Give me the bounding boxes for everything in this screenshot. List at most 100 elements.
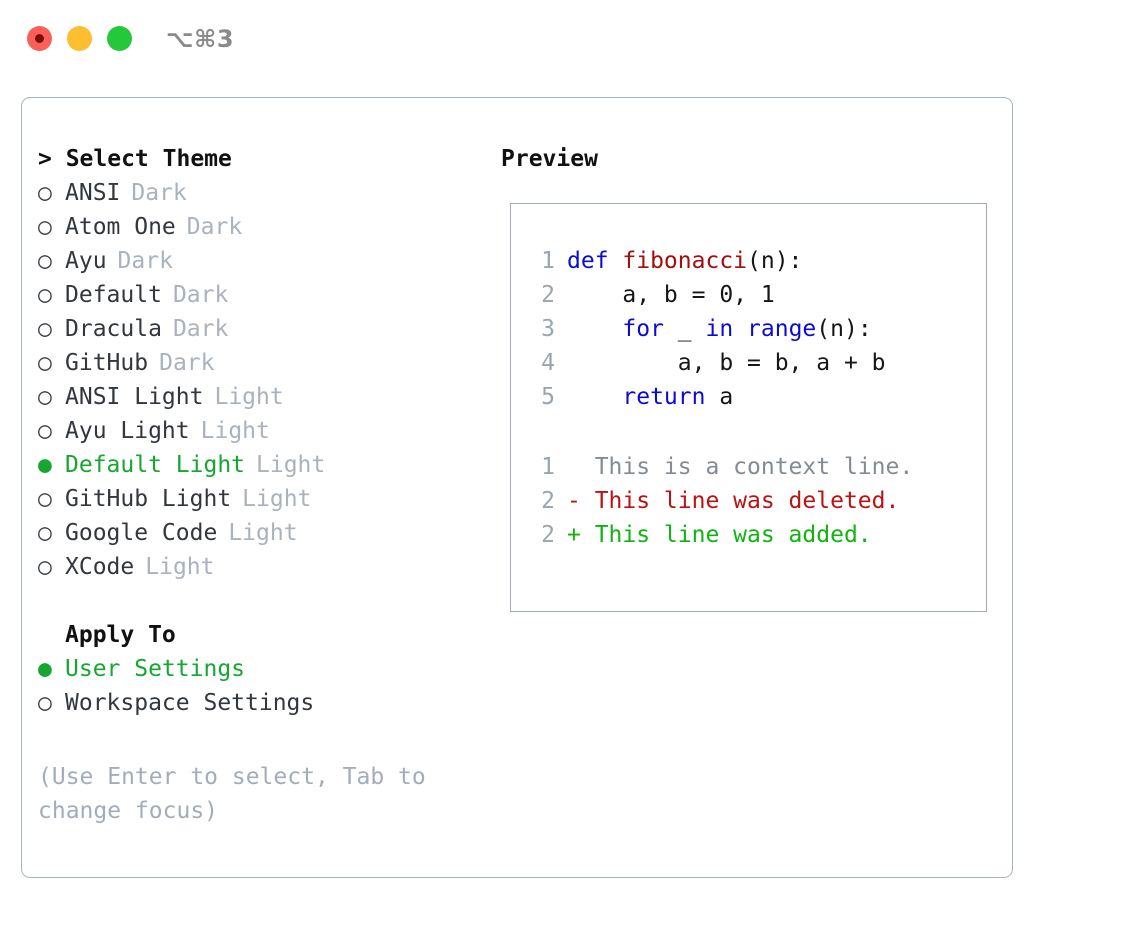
code-line: 3 for _ in range(n): <box>525 312 978 346</box>
code-token-plain: _ <box>663 316 706 342</box>
code-token-plain: a, b = b, a + b <box>567 350 886 376</box>
title-bar: ⌥⌘3 <box>0 0 1140 78</box>
radio-unselected-icon: ○ <box>38 520 52 546</box>
code-token-plain: a <box>705 384 734 410</box>
theme-category-tag: Dark <box>172 316 229 342</box>
diff-line-context: 1 This is a context line. <box>525 450 978 484</box>
theme-category-tag: Light <box>145 554 215 580</box>
apply-to-option-workspace-settings[interactable]: ○ Workspace Settings <box>38 686 488 720</box>
radio-selected-icon: ● <box>38 452 52 478</box>
radio-unselected-icon: ○ <box>38 350 52 376</box>
diff-line-added: 2+ This line was added. <box>525 518 978 552</box>
radio-selected-icon: ● <box>38 656 52 682</box>
theme-option-dracula[interactable]: ○ Dracula Dark <box>38 312 488 346</box>
theme-option-label: Default <box>65 282 162 308</box>
code-line: 4 a, b = b, a + b <box>525 346 978 380</box>
theme-category-tag: Light <box>200 418 270 444</box>
radio-unselected-icon: ○ <box>38 690 52 716</box>
radio-unselected-icon: ○ <box>38 316 52 342</box>
code-line-number: 1 <box>541 248 555 274</box>
radio-unselected-icon: ○ <box>38 418 52 444</box>
theme-option-label: Ayu Light <box>65 418 190 444</box>
theme-category-tag: Dark <box>117 248 173 274</box>
record-dot-icon <box>35 34 44 43</box>
code-token-plain: (n): <box>816 316 872 342</box>
theme-category-tag: Light <box>228 520 298 546</box>
radio-unselected-icon: ○ <box>38 282 52 308</box>
code-token-fn: fibonacci <box>622 248 748 274</box>
radio-unselected-icon: ○ <box>38 486 52 512</box>
apply-to-option-user-settings[interactable]: ● User Settings <box>38 652 488 686</box>
diff-sample: 1 This is a context line. 2 - This line wa… <box>525 450 978 552</box>
minimize-window-button[interactable] <box>67 26 92 51</box>
code-token-plain: a, b = 0, 1 <box>567 282 775 308</box>
code-token-plain <box>567 384 622 410</box>
code-line: 2 a, b = 0, 1 <box>525 278 978 312</box>
radio-unselected-icon: ○ <box>38 554 52 580</box>
apply-to-header: Apply To <box>65 622 176 648</box>
select-theme-header: > Select Theme <box>38 146 232 172</box>
theme-option-github[interactable]: ○ GitHub Dark <box>38 346 488 380</box>
theme-option-label: Dracula <box>65 316 162 342</box>
theme-option-label: ANSI <box>65 180 121 206</box>
theme-option-default[interactable]: ○ Default Dark <box>38 278 488 312</box>
code-diff-separator <box>525 414 978 450</box>
code-token-kw: def <box>567 248 623 274</box>
theme-option-default-light[interactable]: ● Default Light Light <box>38 448 488 482</box>
code-line-number: 2 <box>541 282 555 308</box>
window-controls <box>27 26 132 51</box>
diff-line-text: - This line was deleted. <box>567 488 900 514</box>
radio-unselected-icon: ○ <box>38 180 52 206</box>
maximize-window-button[interactable] <box>107 26 132 51</box>
theme-category-tag: Light <box>256 452 326 478</box>
code-token-plain: (n): <box>747 248 803 274</box>
apply-to-option-list: ● User Settings ○ Workspace Settings <box>38 652 488 720</box>
preview-column: Preview <box>501 142 598 176</box>
theme-option-github-light[interactable]: ○ GitHub Light Light <box>38 482 488 516</box>
radio-unselected-icon: ○ <box>38 214 52 240</box>
theme-category-tag: Light <box>214 384 284 410</box>
code-token-kw: return <box>622 384 706 410</box>
code-token-kw: for <box>622 316 664 342</box>
code-line-number: 4 <box>541 350 555 376</box>
theme-category-tag: Light <box>242 486 312 512</box>
theme-option-label: GitHub <box>65 350 149 376</box>
apply-to-option-label: User Settings <box>65 656 246 682</box>
code-line-text: a, b = 0, 1 <box>567 278 775 312</box>
code-line: 5 return a <box>525 380 978 414</box>
close-window-button[interactable] <box>27 26 52 51</box>
theme-option-label: GitHub Light <box>65 486 232 512</box>
diff-line-number: 2 <box>541 488 555 514</box>
theme-option-xcode[interactable]: ○ XCode Light <box>38 550 488 584</box>
theme-option-ansi[interactable]: ○ ANSI Dark <box>38 176 488 210</box>
diff-line-number: 1 <box>541 454 555 480</box>
code-line-text: for _ in range(n): <box>567 312 872 346</box>
radio-unselected-icon: ○ <box>38 384 52 410</box>
apply-to-option-label: Workspace Settings <box>65 690 315 716</box>
theme-option-label: ANSI Light <box>65 384 204 410</box>
diff-line-number: 2 <box>541 522 555 548</box>
theme-category-tag: Dark <box>172 282 229 308</box>
theme-category-tag: Dark <box>131 180 187 206</box>
code-token-plain <box>733 316 747 342</box>
list-spacer <box>38 584 488 618</box>
theme-category-tag: Dark <box>159 350 215 376</box>
theme-option-ayu-light[interactable]: ○ Ayu Light Light <box>38 414 488 448</box>
code-token-kw: in <box>705 316 734 342</box>
code-line-text: return a <box>567 380 733 414</box>
theme-option-label: Atom One <box>65 214 176 240</box>
theme-option-label: XCode <box>65 554 135 580</box>
theme-option-ansi-light[interactable]: ○ ANSI Light Light <box>38 380 488 414</box>
diff-line-deleted: 2 - This line was deleted. <box>525 484 978 518</box>
code-line: 1 def fibonacci(n): <box>525 244 978 278</box>
theme-option-label: Default Light <box>65 452 246 478</box>
